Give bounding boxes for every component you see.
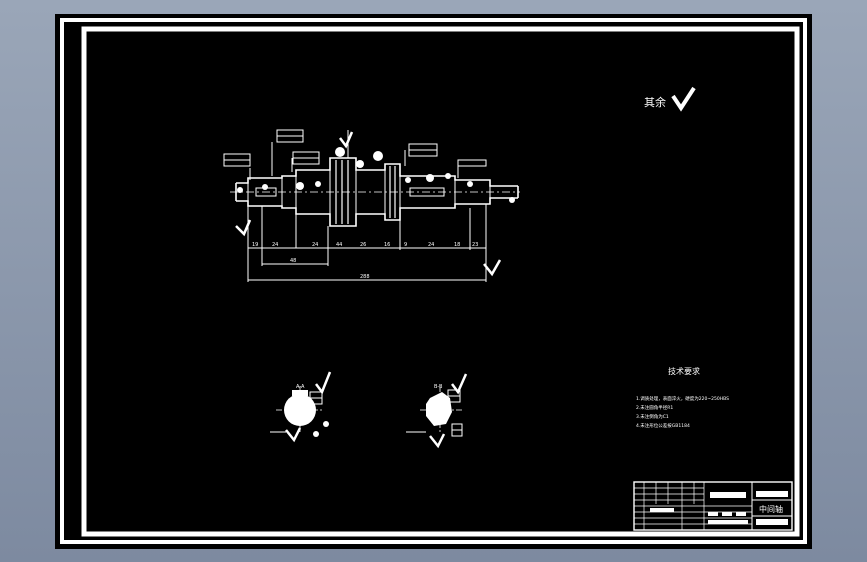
title-block	[633, 481, 793, 531]
paper	[55, 14, 812, 549]
inner-frame	[81, 26, 800, 537]
dimension-text: 26	[360, 242, 366, 248]
technical-requirements: 技术要求 1.调质处理，表面淬火，硬度为220~250HBS 2.未注圆角半径R…	[636, 366, 729, 429]
dimension-labels: 19 24 24 26 24 48 288 9 18 23 44 16	[252, 242, 478, 280]
dimension-text: 16	[384, 242, 390, 248]
roughness-note: 其余	[644, 95, 666, 109]
dimension-text: 288	[360, 274, 370, 280]
part-name: 中间轴	[759, 504, 783, 514]
dimension-text: 9	[404, 242, 407, 248]
tech-requirement-item: 3.未注倒角为C1	[636, 413, 669, 420]
dimension-text: 24	[312, 242, 318, 248]
shaft-main-view	[223, 129, 520, 282]
dimension-text: 24	[428, 242, 434, 248]
tech-requirement-item: 2.未注圆角半径R1	[636, 404, 673, 411]
dimension-text: 24	[272, 242, 278, 248]
section-label-b: B-B	[434, 384, 443, 390]
tech-requirements-title: 技术要求	[668, 366, 700, 376]
dimension-text: 44	[336, 242, 342, 248]
section-view-a	[270, 371, 332, 443]
tech-requirement-item: 4.未注形位公差按GB1184	[636, 422, 690, 429]
dimension-text: 19	[252, 242, 258, 248]
checkmark-roughness-icon	[671, 86, 696, 112]
tech-requirement-item: 1.调质处理，表面淬火，硬度为220~250HBS	[636, 395, 729, 402]
section-view-b	[406, 373, 468, 449]
dimension-text: 18	[454, 242, 460, 248]
dimension-text: 48	[290, 258, 296, 264]
dimension-text: 23	[472, 242, 478, 248]
section-label-a: A-A	[296, 384, 305, 390]
outer-frame	[60, 18, 807, 544]
